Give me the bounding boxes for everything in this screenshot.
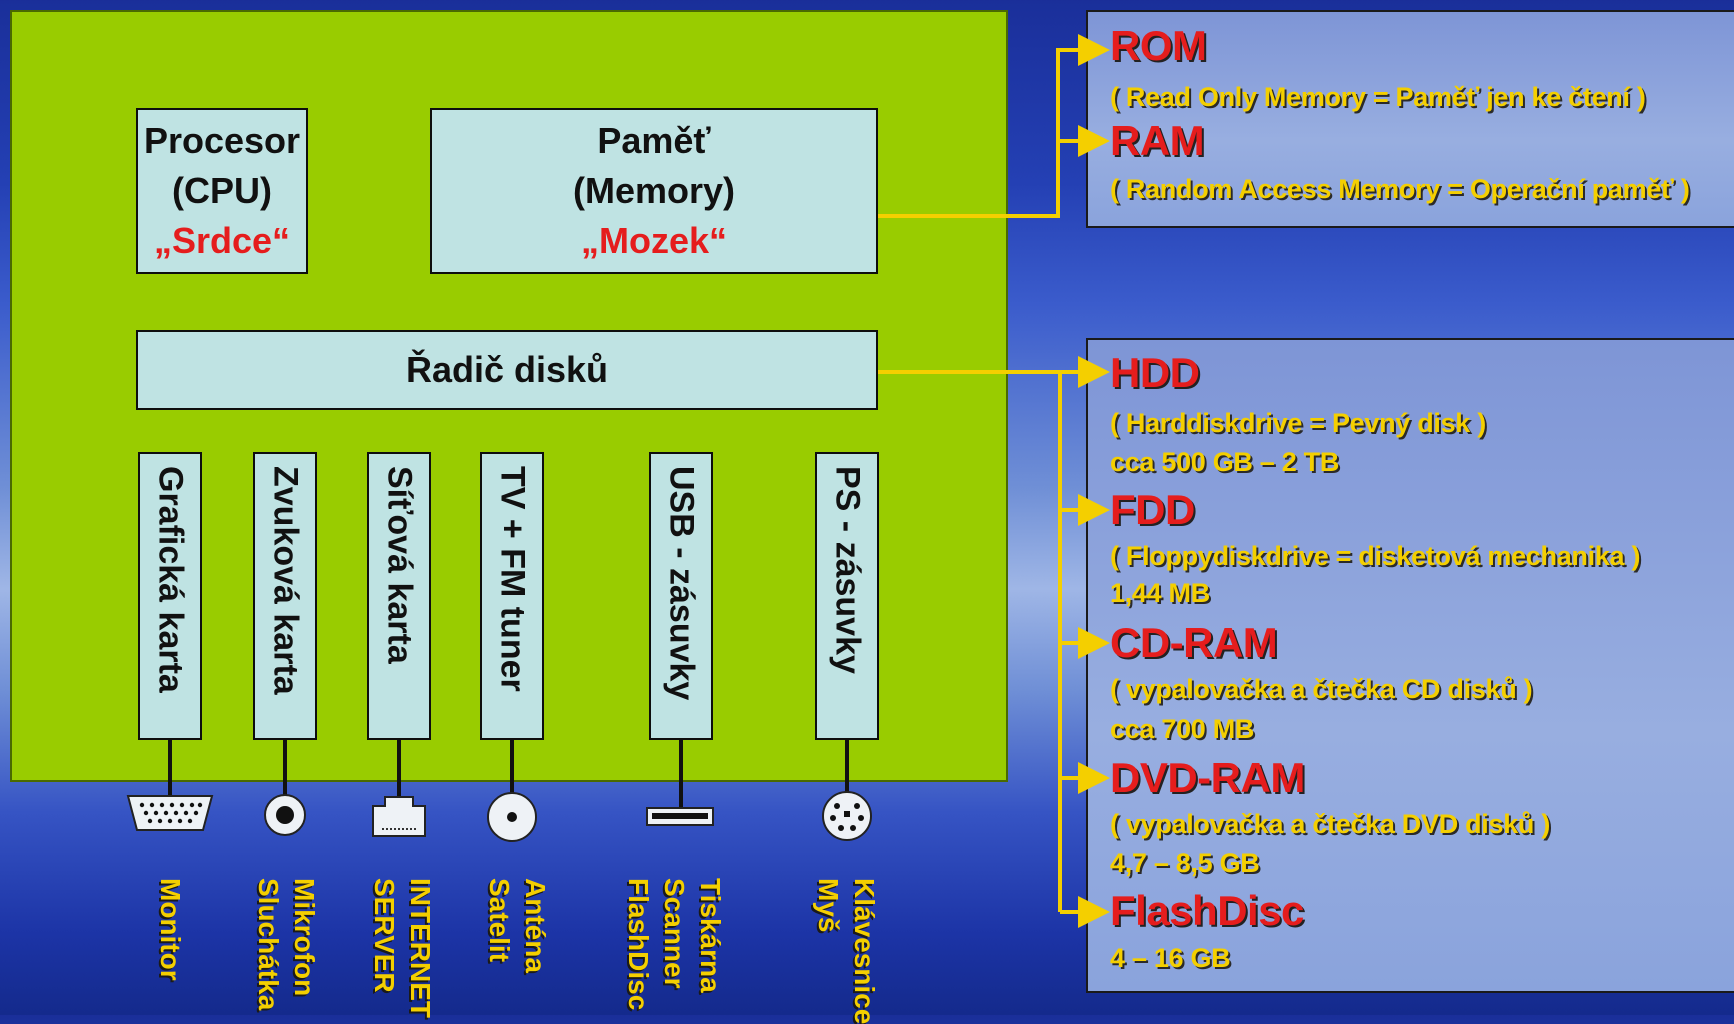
memory-nickname: „Mozek“ — [580, 220, 728, 261]
rj45-port-icon — [372, 796, 426, 837]
cpu-label: Procesor — [143, 120, 301, 161]
vga-port-icon — [126, 795, 214, 831]
coax-port-icon — [487, 792, 537, 842]
ram-title: RAM — [1110, 117, 1205, 164]
disk-controller-box: Řadič disků — [136, 330, 878, 410]
audio-jack-icon — [264, 794, 306, 836]
memory-label: Paměť — [597, 120, 711, 161]
label-line: FlashDisc — [623, 878, 654, 1011]
hdd-title: HDD — [1110, 349, 1200, 396]
ps2-port-icon — [822, 791, 872, 841]
slot-label: TV + FM tuner — [493, 466, 532, 692]
label-line: Scanner — [659, 878, 690, 989]
slot-graphics-card: Grafická karta — [138, 452, 202, 740]
memory-bus — [878, 34, 1110, 218]
label-line: Myš — [813, 878, 844, 933]
slot-cables — [168, 740, 849, 808]
flashdisc-capacity: 4 – 16 GB — [1110, 943, 1231, 973]
label-line: SERVER — [369, 878, 400, 993]
slot-label: Síťová karta — [380, 466, 419, 664]
label-line: Tiskárna — [695, 878, 726, 993]
disk-types-panel — [1086, 338, 1734, 993]
label-line: Anténa — [520, 878, 551, 973]
label-line: INTERNET — [405, 878, 436, 1018]
rom-description: ( Read Only Memory = Paměť jen ke čtení … — [1110, 82, 1646, 112]
connector-label-network: INTERNET SERVER — [366, 878, 438, 1018]
label-line: Monitor — [155, 878, 186, 981]
slot-sound-card: Zvuková karta — [253, 452, 317, 740]
label-line: Klávesnice — [849, 878, 880, 1024]
label-line: Satelit — [484, 878, 515, 963]
slot-ps2: PS - zásuvky — [815, 452, 879, 740]
cpu-nickname: „Srdce“ — [153, 220, 291, 261]
slot-tv-tuner: TV + FM tuner — [480, 452, 544, 740]
hdd-description: ( Harddiskdrive = Pevný disk ) — [1110, 408, 1486, 438]
connector-label-antenna: Anténa Satelit — [481, 878, 553, 973]
fdd-description: ( Floppydiskdrive = disketová mechanika … — [1110, 541, 1641, 571]
disk-controller-label: Řadič disků — [405, 349, 609, 390]
ram-description: ( Random Access Memory = Operační paměť … — [1110, 174, 1690, 204]
slot-label: PS - zásuvky — [828, 466, 867, 674]
slot-label: Grafická karta — [151, 466, 190, 693]
fdd-capacity: 1,44 MB — [1110, 578, 1210, 608]
cd-ram-description: ( vypalovačka a čtečka CD disků ) — [1110, 674, 1533, 704]
slot-label: Zvuková karta — [266, 466, 305, 695]
disk-bus — [878, 356, 1110, 928]
cpu-abbr: (CPU) — [172, 170, 272, 211]
flashdisc-title: FlashDisc — [1110, 887, 1304, 934]
label-line: Mikrofon — [289, 878, 320, 997]
slot-network-card: Síťová karta — [367, 452, 431, 740]
dvd-ram-description: ( vypalovačka a čtečka DVD disků ) — [1110, 809, 1551, 839]
memory-abbr: (Memory) — [572, 170, 736, 211]
cd-ram-capacity: cca 700 MB — [1110, 714, 1255, 744]
slot-label: USB - zásuvky — [662, 466, 701, 701]
fdd-title: FDD — [1110, 486, 1195, 533]
rom-title: ROM — [1110, 22, 1207, 69]
memory-types-panel — [1086, 10, 1734, 228]
memory-box: Paměť (Memory) „Mozek“ — [430, 108, 878, 274]
cpu-box: Procesor (CPU) „Srdce“ — [136, 108, 308, 274]
hdd-capacity: cca 500 GB – 2 TB — [1110, 447, 1340, 477]
connector-label-monitor: Monitor — [152, 878, 188, 981]
usb-port-icon — [646, 807, 714, 826]
dvd-ram-capacity: 4,7 – 8,5 GB — [1110, 848, 1260, 878]
connector-label-usb: Tiskárna Scanner FlashDisc — [620, 878, 728, 1010]
slot-usb: USB - zásuvky — [649, 452, 713, 740]
connector-label-audio: Mikrofon Sluchátka — [250, 878, 322, 1010]
cd-ram-title: CD-RAM — [1110, 619, 1278, 666]
connector-label-ps2: Klávesnice Myš — [810, 878, 882, 1024]
label-line: Sluchátka — [253, 878, 284, 1011]
dvd-ram-title: DVD-RAM — [1110, 754, 1305, 801]
